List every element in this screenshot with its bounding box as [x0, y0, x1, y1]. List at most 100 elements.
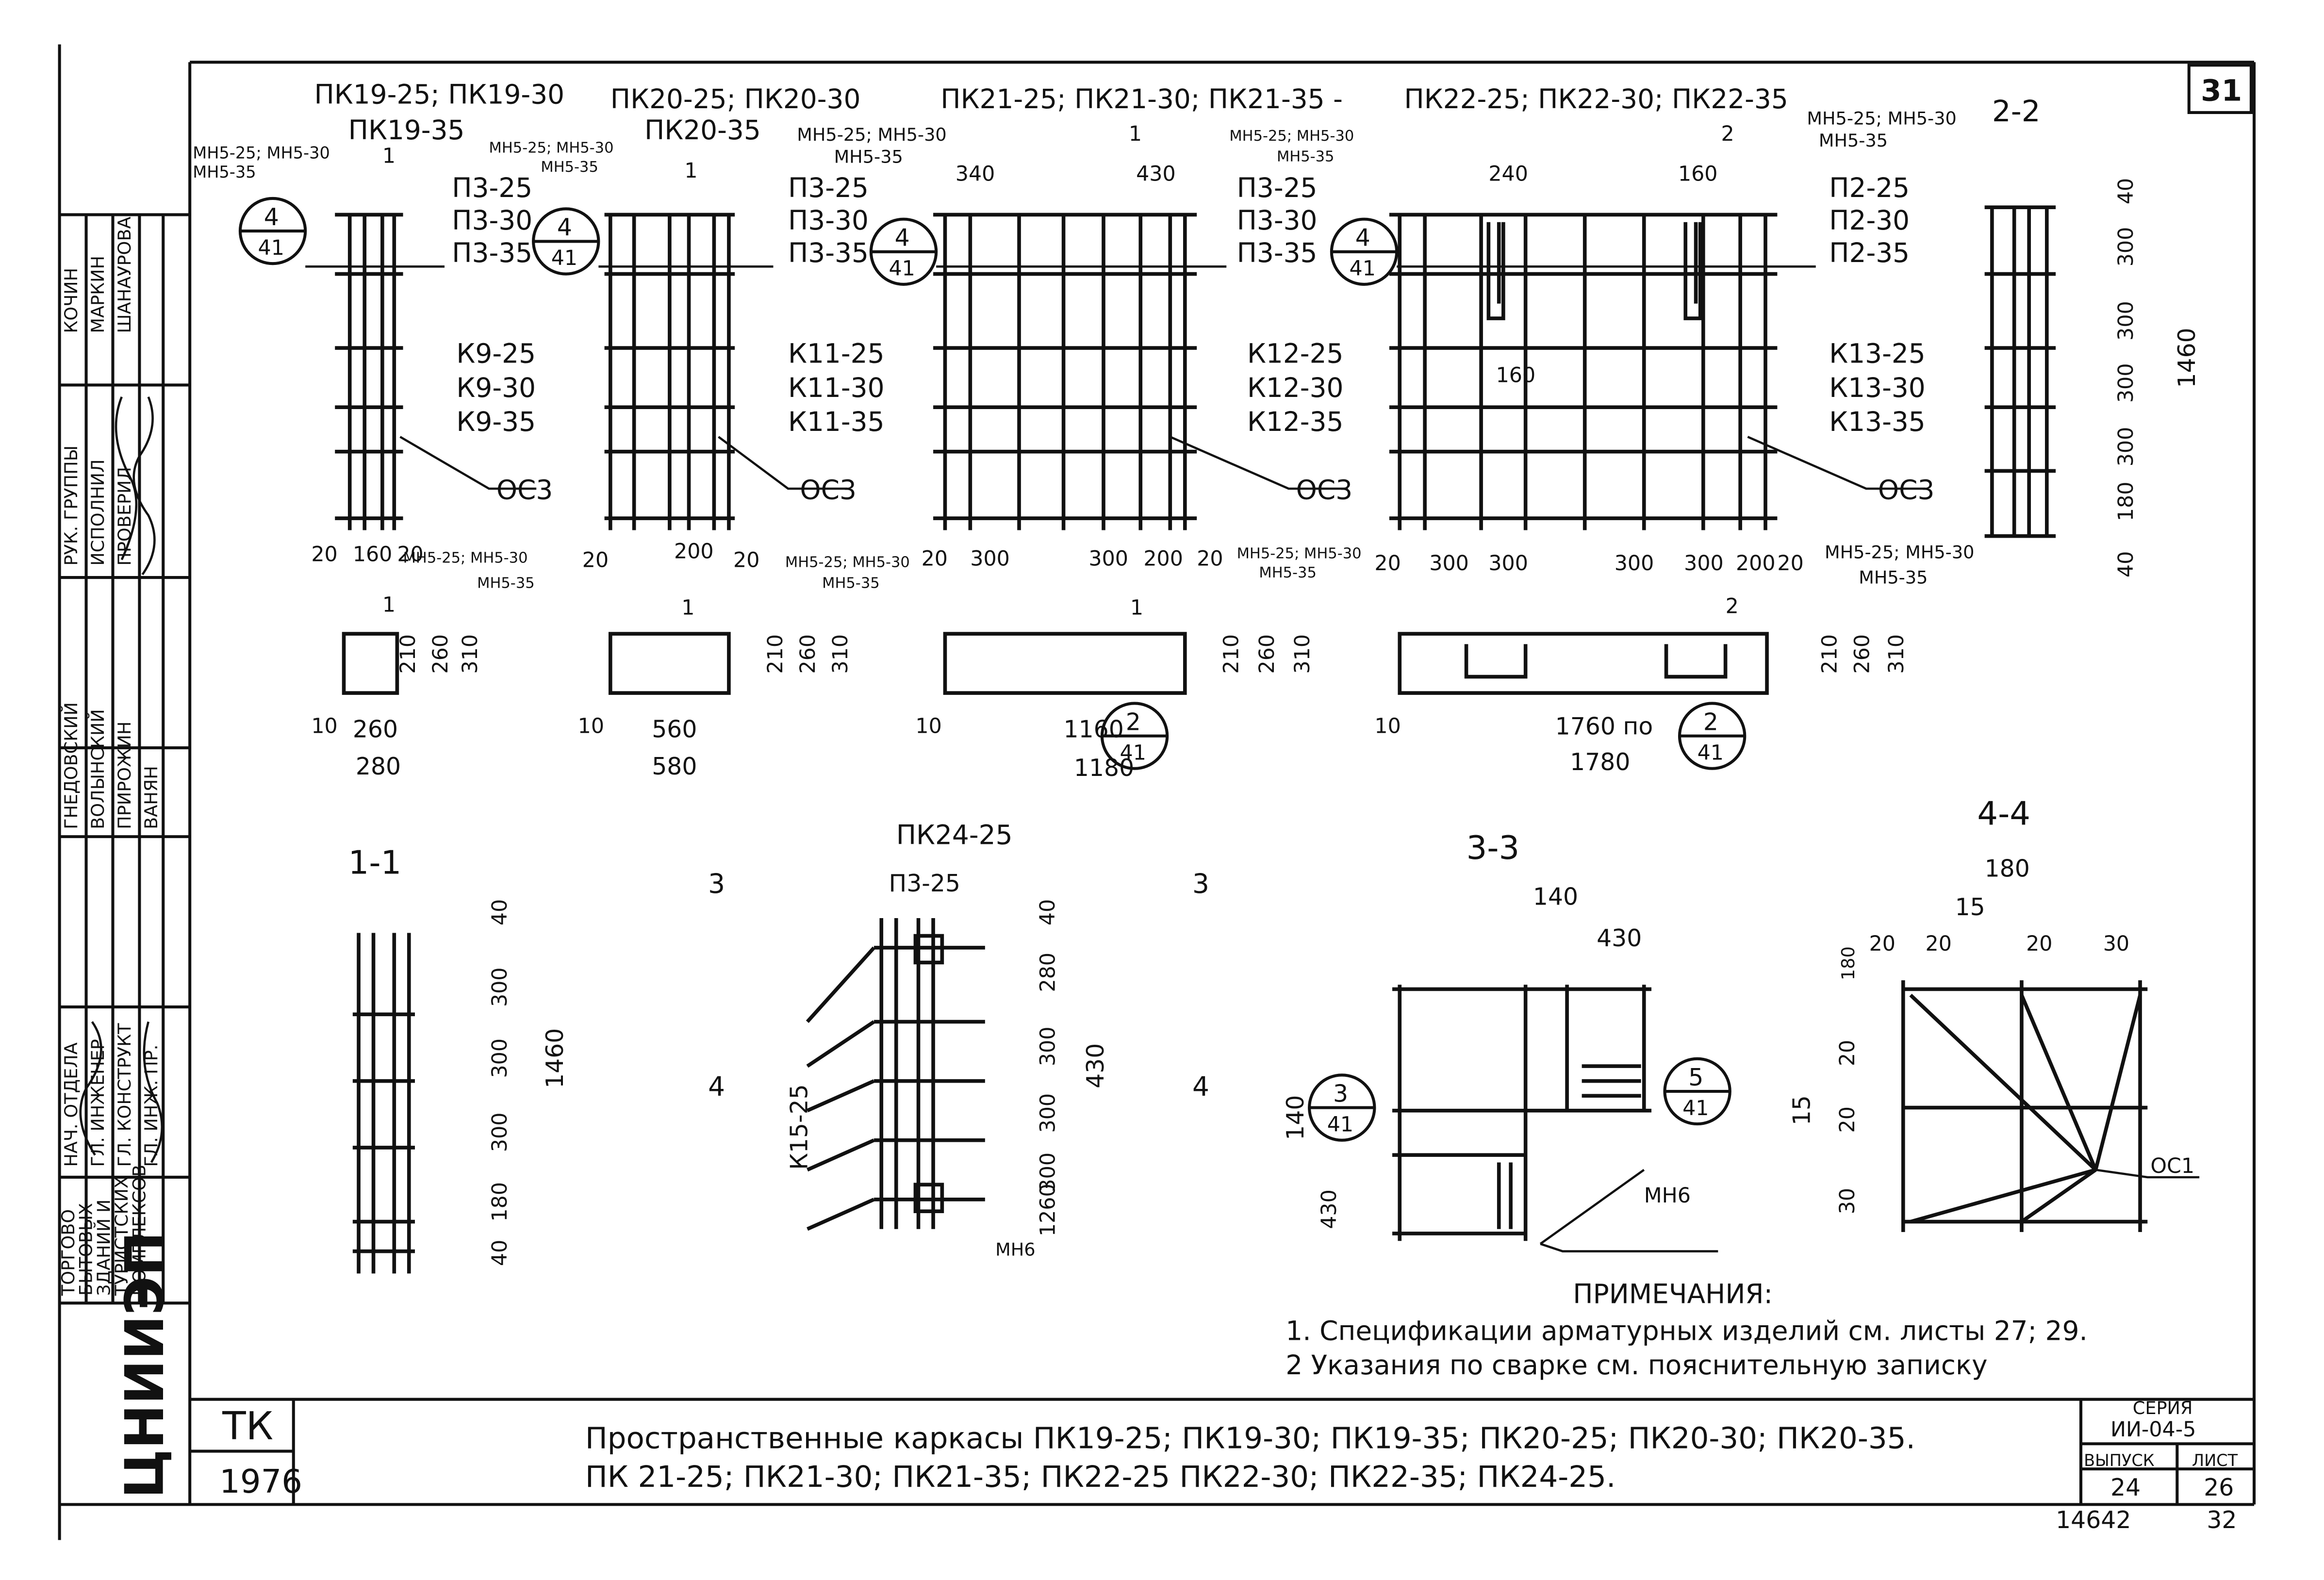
dimension-value: 310: [828, 634, 853, 674]
component-label: МН5-25; МН5-30: [403, 550, 528, 567]
callout-sheet: 41: [551, 246, 577, 270]
section-1-1-frame: [352, 933, 415, 1274]
view-title: ПК20-35: [644, 115, 761, 146]
view-titles: ПК19-25; ПК19-30 ПК19-35 ПК20-25; ПК20-3…: [314, 79, 2040, 882]
component-label: ОС3: [1296, 474, 1353, 505]
notes-heading: ПРИМЕЧАНИЯ:: [1573, 1278, 1773, 1309]
view-title: ПК19-25; ПК19-30: [314, 79, 564, 110]
component-label: МН5-35: [541, 159, 598, 176]
callout-number: 5: [1688, 1064, 1703, 1091]
dimension-value: 300: [488, 968, 512, 1007]
callout-number: 4: [557, 214, 572, 241]
dimension-value: 210: [1817, 634, 1842, 674]
dimension-value: 300: [2114, 227, 2138, 267]
section-plan-pk22: [1398, 632, 1769, 695]
callout-sheet: 41: [1327, 1112, 1353, 1136]
callout-texts: 4 41 4 41 4 41 4 41 2 41 2 41 3 41 5 41: [258, 203, 1724, 1137]
callout-sheet: 41: [258, 236, 284, 260]
dimension-value: 240: [1488, 162, 1528, 186]
stamp-name-label: ГНЕДОВСКИЙ: [60, 702, 82, 829]
component-label: К12-30: [1247, 372, 1344, 403]
dimension-value: 30: [2103, 932, 2129, 956]
sheet-label: ЛИСТ: [2192, 1451, 2238, 1470]
dimension-value: 20: [311, 543, 337, 567]
component-label: К9-35: [456, 406, 536, 437]
component-label: П3-25: [452, 172, 532, 203]
component-label: К15-25: [786, 1084, 813, 1170]
dimension-value: 560: [652, 716, 697, 743]
dimension-value: 180: [488, 1182, 512, 1222]
component-label: К9-30: [456, 372, 536, 403]
view-title: ПК20-25; ПК20-30: [610, 83, 861, 115]
component-label: МН5-25; МН5-30: [489, 139, 614, 156]
dimension-value: 15: [1955, 893, 1985, 921]
component-label: П3-25: [788, 172, 869, 203]
frame-pk20-elevation: [604, 213, 735, 530]
section-plan-pk20: [608, 632, 731, 695]
dimension-value: 260: [1850, 634, 1875, 674]
dimension-value: 200: [1143, 547, 1183, 571]
component-label: ОС3: [496, 474, 553, 505]
detail-callouts: [238, 197, 1747, 1142]
component-label: К9-25: [456, 338, 536, 369]
stamp-position-label: НАЧ. ОТДЕЛА: [61, 1042, 82, 1167]
dimension-value: 200: [674, 539, 714, 563]
dimension-numbers-vertical: 40 300 300 300 300 180 40 1460 210 260 3…: [396, 178, 2201, 1266]
dimension-value: 210: [1220, 634, 1244, 674]
component-label: К12-25: [1247, 338, 1344, 369]
component-label: К13-30: [1829, 372, 1926, 403]
component-label: МН5-35: [1277, 148, 1334, 165]
stamp-name-label: ПРИРОЖИН: [114, 722, 135, 829]
callout-sheet: 41: [889, 257, 915, 281]
dimension-value: 20: [2026, 932, 2052, 956]
dimension-value: 1760 по: [1555, 713, 1653, 741]
dimension-value: 260: [1255, 634, 1279, 674]
dimension-value: 180: [1985, 855, 2030, 883]
dimension-value: 20: [1835, 1040, 1860, 1066]
section-marker: 2: [1726, 594, 1739, 618]
component-label: МН5-25; МН5-30: [1229, 128, 1354, 145]
issue-value: 24: [2110, 1474, 2141, 1501]
dimension-value: 210: [396, 634, 420, 674]
component-label: МН5-25; МН5-30: [193, 144, 330, 163]
dimension-value: 20: [1374, 551, 1401, 576]
dimension-value: 430: [1597, 924, 1642, 952]
dimension-value: 40: [488, 1240, 512, 1266]
section-plan-pk19: [342, 632, 399, 695]
component-label: П2-30: [1829, 205, 1910, 236]
component-label: ОС3: [1878, 474, 1935, 505]
component-label: П3-30: [452, 205, 532, 236]
dimension-value: 210: [763, 634, 788, 674]
dimension-value: 300: [1488, 551, 1528, 576]
component-label: П3-35: [788, 237, 869, 268]
section-3-3-frame: [1392, 985, 1652, 1241]
dimension-value: 300: [1088, 547, 1128, 571]
signature-mark: [115, 396, 138, 560]
dimension-value: 300: [1036, 1093, 1060, 1133]
dimension-value: 1780: [1570, 748, 1630, 776]
signature-mark: [79, 1021, 102, 1156]
component-label: МН5-25; МН5-30: [797, 124, 946, 145]
page-number-footer: 32: [2207, 1506, 2237, 1534]
dimension-value: 20: [733, 548, 759, 573]
dimension-value: 140: [1533, 883, 1578, 910]
note-item: 1. Спецификации арматурных изделий см. л…: [1286, 1316, 2088, 1347]
sheet-frame: [58, 44, 2256, 1540]
frame-pk22-elevation: [1389, 213, 1778, 530]
signature-mark: [143, 1021, 164, 1163]
component-label: МН5-25; МН5-30: [1807, 108, 1956, 129]
stamp-name-label: ВАНЯН: [141, 766, 162, 829]
section-marker: 1: [382, 144, 396, 168]
section-marker: 2: [1721, 122, 1734, 146]
drawing-title-line-2: ПК 21-25; ПК21-30; ПК21-35; ПК22-25 ПК22…: [585, 1460, 1615, 1494]
section-4-4-frame: [1901, 980, 2148, 1232]
dimension-value: 310: [1884, 634, 1909, 674]
dimension-value: 280: [356, 753, 401, 780]
sheet-number: 26: [2204, 1474, 2234, 1501]
stamp-name-label: МАРКИН: [87, 256, 108, 333]
dimension-value: 20: [1926, 932, 1952, 956]
component-label: ОС1: [2150, 1154, 2194, 1178]
component-label: К12-35: [1247, 406, 1344, 437]
dimension-value: 260: [353, 716, 398, 743]
